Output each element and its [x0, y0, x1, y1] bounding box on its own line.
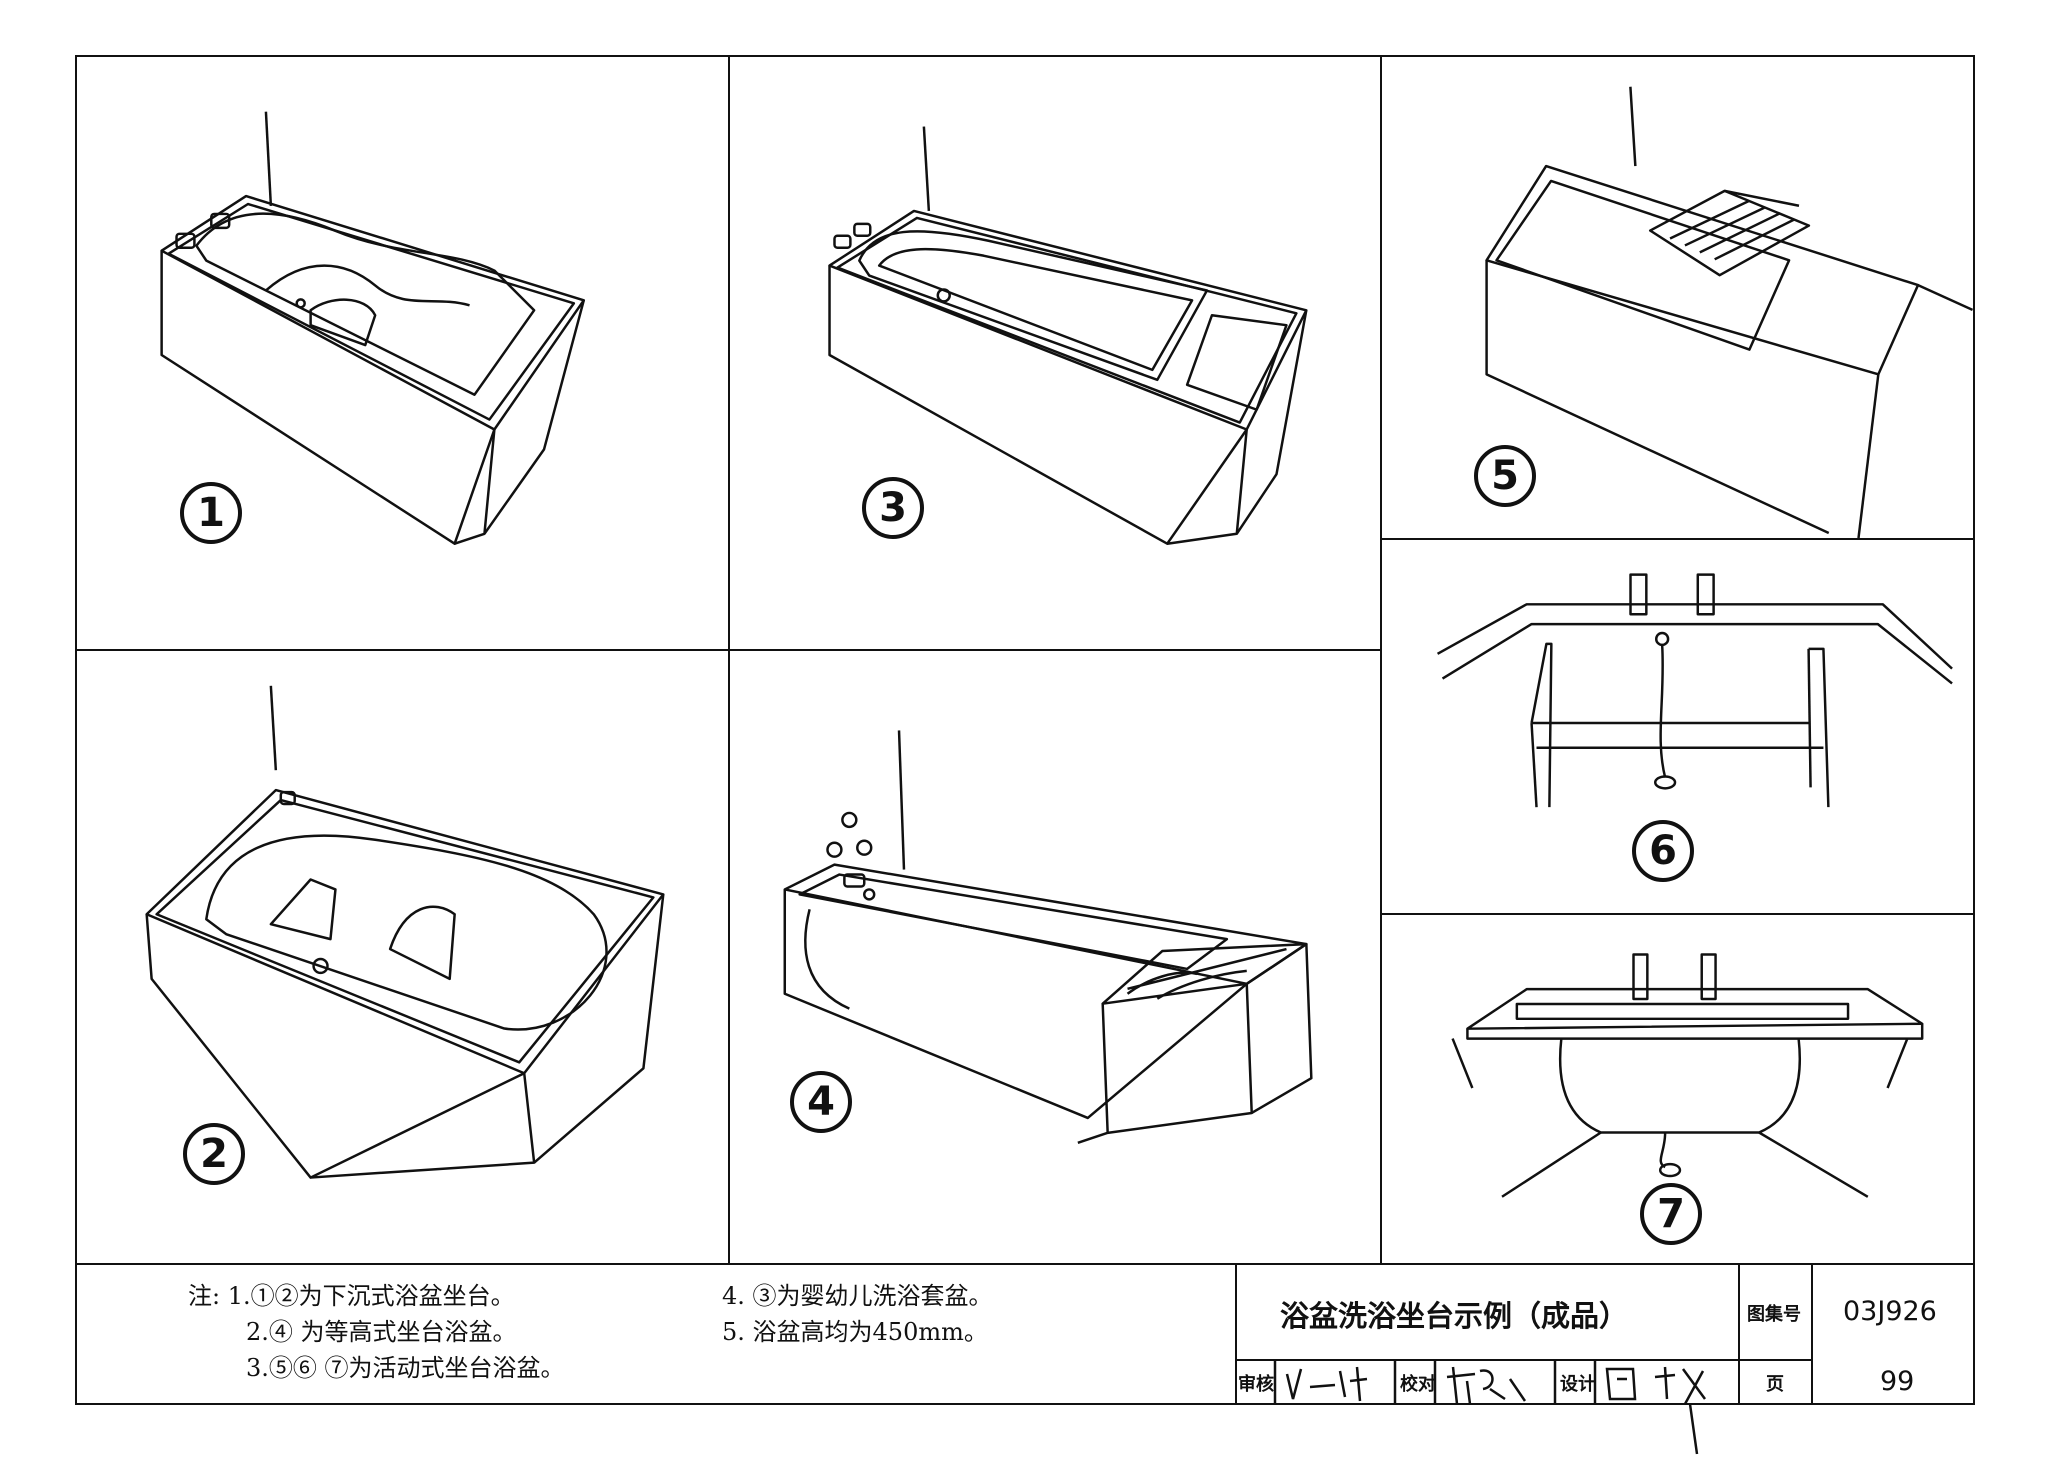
figure-2-marker: 2 [183, 1123, 245, 1185]
page-number: 99 [1880, 1366, 1915, 1397]
note-item-2: 2.④ 为等高式坐台浴盆。 [246, 1318, 517, 1346]
review-label: 审核 [1238, 1374, 1274, 1395]
figure-1-marker: 1 [180, 482, 242, 544]
design-label: 设计 [1560, 1374, 1596, 1395]
figure-3-panel: 3 [728, 55, 1382, 651]
notes-block: 注: 1.①②为下沉式浴盆坐台。 2.④ 为等高式坐台浴盆。 3.⑤⑥ ⑦为活动… [188, 1278, 565, 1386]
bathtub-7-drawing [1451, 953, 1924, 1198]
page-label: 页 [1766, 1374, 1784, 1395]
notes-line-2: 2.④ 为等高式坐台浴盆。 [188, 1314, 565, 1350]
figure-6-marker: 6 [1632, 820, 1694, 882]
check-label: 校对 [1400, 1374, 1436, 1395]
title-cell [1235, 1263, 1740, 1361]
review-signature [1285, 1366, 1368, 1402]
figure-3-marker: 3 [862, 477, 924, 539]
design-signature [1605, 1366, 1707, 1455]
note-item-3: 3.⑤⑥ ⑦为活动式坐台浴盆。 [246, 1354, 565, 1382]
figure-4-panel: 4 [728, 649, 1382, 1265]
figure-7-panel: 7 [1380, 913, 1975, 1265]
figure-5-panel: 5 [1380, 55, 1975, 540]
signatures [1273, 1359, 1707, 1455]
check-signature [1446, 1366, 1527, 1405]
bathtub-5-drawing [1485, 86, 1973, 538]
atlas-label: 图集号 [1747, 1304, 1801, 1325]
atlas-number: 03J926 [1843, 1296, 1937, 1327]
bathtub-2-drawing [145, 685, 665, 1179]
note-item-1: 1.①②为下沉式浴盆坐台。 [227, 1282, 515, 1310]
bathtub-4-drawing [783, 730, 1313, 1144]
notes-line-1: 注: 1.①②为下沉式浴盆坐台。 [188, 1278, 565, 1314]
notes-block-right: 4. ③为婴幼儿洗浴套盆。 5. 浴盆高均为450mm。 [722, 1278, 993, 1350]
note-item-5: 5. 浴盆高均为450mm。 [722, 1318, 988, 1346]
drawing-title: 浴盆洗浴坐台示例（成品） [1280, 1299, 1629, 1333]
bathtub-3-drawing [828, 126, 1308, 545]
figure-5-marker: 5 [1474, 445, 1536, 507]
figure-2-panel: 2 [75, 649, 730, 1265]
figure-1-panel: 1 [75, 55, 730, 651]
figure-4-marker: 4 [790, 1071, 852, 1133]
bathtub-1-drawing [160, 111, 586, 545]
note-item-4: 4. ③为婴幼儿洗浴套盆。 [722, 1282, 993, 1310]
bathtub-6-drawing [1436, 573, 1953, 808]
notes-prefix: 注: [188, 1282, 221, 1310]
page-label-cell [1738, 1359, 1813, 1405]
notes-panel [75, 1263, 1237, 1405]
figure-7-marker: 7 [1640, 1183, 1702, 1245]
figure-6-panel: 6 [1380, 538, 1975, 915]
notes-line-3: 3.⑤⑥ ⑦为活动式坐台浴盆。 [188, 1350, 565, 1386]
